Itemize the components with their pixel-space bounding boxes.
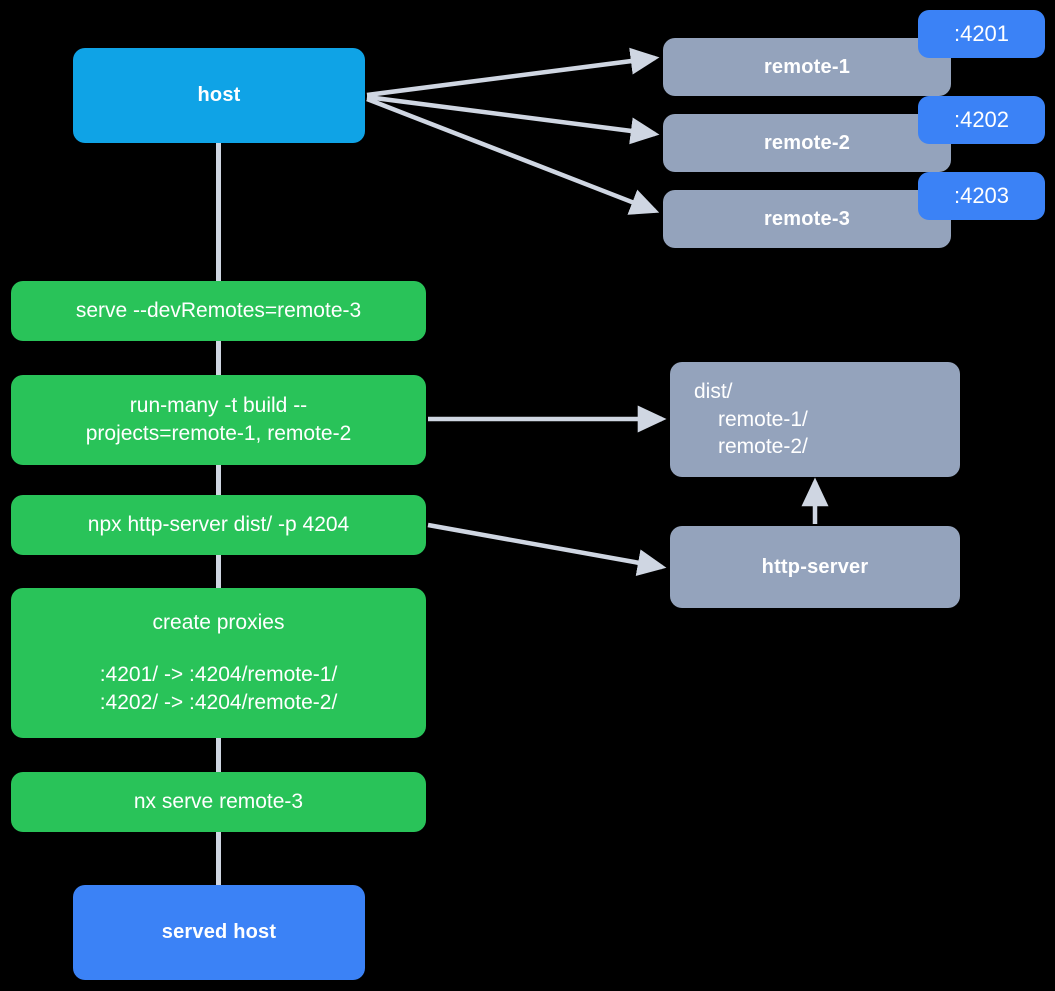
node-dist-line-2: remote-1/ (718, 407, 808, 431)
node-dist-line-3: remote-2/ (718, 435, 808, 459)
command-create-proxies-mapping-1: :4201/ -> :4204/remote-1/ (99, 663, 338, 687)
port-badge-remote-3-label: :4203 (953, 183, 1010, 208)
node-http-server[interactable]: http-server (670, 526, 960, 608)
command-create-proxies[interactable]: create proxies :4201/ -> :4204/remote-1/… (11, 588, 426, 738)
command-serve-devremotes-label: serve --devRemotes=remote-3 (75, 299, 362, 323)
command-run-many-line-2: projects=remote-1, remote-2 (85, 422, 352, 445)
command-create-proxies-title: create proxies (152, 611, 285, 635)
node-remote-3-label: remote-3 (763, 207, 851, 230)
node-remote-1-label: remote-1 (763, 55, 851, 78)
command-nx-serve-remote-3-label: nx serve remote-3 (133, 790, 304, 814)
port-badge-remote-1-label: :4201 (953, 21, 1010, 46)
node-served-host[interactable]: served host (73, 885, 365, 980)
command-create-proxies-mapping-2: :4202/ -> :4204/remote-2/ (99, 690, 338, 714)
node-host[interactable]: host (73, 48, 365, 143)
node-served-host-label: served host (161, 921, 277, 944)
command-serve-devremotes[interactable]: serve --devRemotes=remote-3 (11, 281, 426, 341)
port-badge-remote-2: :4202 (918, 96, 1045, 144)
edge-host-to-remote-3 (366, 96, 660, 215)
node-remote-1[interactable]: remote-1 (663, 38, 951, 96)
node-http-server-label: http-server (761, 555, 869, 578)
command-npx-http-server[interactable]: npx http-server dist/ -p 4204 (11, 495, 426, 555)
node-remote-2[interactable]: remote-2 (663, 114, 951, 172)
edge-host-to-remote-2 (366, 94, 660, 145)
node-host-label: host (197, 84, 241, 107)
edge-host-to-remote-1 (366, 47, 660, 98)
command-run-many-line-1: run-many -t build -- (129, 394, 308, 418)
node-dist-line-1: dist/ (694, 379, 733, 403)
command-npx-http-server-label: npx http-server dist/ -p 4204 (87, 513, 350, 537)
node-remote-2-label: remote-2 (763, 131, 851, 154)
command-run-many[interactable]: run-many -t build -- projects=remote-1, … (11, 375, 426, 465)
command-nx-serve-remote-3[interactable]: nx serve remote-3 (11, 772, 426, 832)
port-badge-remote-1: :4201 (918, 10, 1045, 58)
edge-npxhttp-to-httpserver (427, 522, 667, 576)
node-remote-3[interactable]: remote-3 (663, 190, 951, 248)
port-badge-remote-2-label: :4202 (953, 107, 1010, 132)
port-badge-remote-3: :4203 (918, 172, 1045, 220)
node-dist-folder[interactable]: dist/ remote-1/ remote-2/ (670, 362, 960, 477)
